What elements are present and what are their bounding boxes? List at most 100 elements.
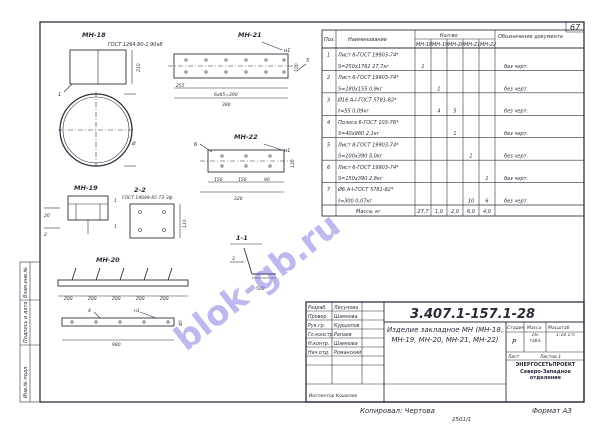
spec-row-note: без черт. — [504, 131, 528, 137]
stamp-sign: Подпись и дата — [23, 302, 29, 343]
mn18-label: МН-18 — [82, 31, 106, 39]
copied-by: Копировал: Чертова — [360, 407, 435, 415]
year-label: 2501/1 — [452, 417, 471, 423]
spec-row-pos: 3 — [327, 97, 330, 103]
title-person-role: Рук.гр. — [308, 323, 325, 329]
spec-row-qty: 6 — [485, 198, 488, 204]
spec-row-qty: 1 — [453, 131, 456, 137]
title-person-name: Шамнова — [334, 314, 358, 320]
spec-row-note: без черт. — [504, 176, 528, 182]
spec-row-name: Лист 6-ГОСТ 19903-74* — [337, 75, 399, 81]
spec-row-note: без черт. — [504, 154, 528, 160]
title-person-role: Разраб. — [308, 305, 327, 311]
title-person-role: Провер. — [308, 314, 328, 320]
spec-qty-col-2: МН-20 — [448, 42, 464, 48]
format-label: Формат А3 — [532, 407, 572, 415]
doc-title: Изделие закладное МН (МН-18, МН-19, МН-2… — [386, 326, 504, 344]
section22-std: ГОСТ 14098-85-Т3-Зф — [122, 195, 173, 201]
title-block: Разраб.ЛисуноваПровер.ШамноваРук.гр.Курш… — [305, 301, 585, 403]
spec-row-name: S=100x390 5,0кг — [338, 154, 383, 160]
mn20-dim-40: 40 — [178, 320, 184, 326]
section-1-1: 1-1 500 3 — [230, 234, 276, 292]
mn22-dim-90: 90 — [264, 177, 270, 183]
svg-text:5: 5 — [306, 58, 309, 64]
mn21-dim-255: 255 — [176, 83, 185, 89]
svg-text:1: 1 — [114, 224, 117, 230]
title-person-name: Романский — [334, 350, 361, 356]
spec-row-name: Масса, кг — [356, 209, 381, 215]
title-person-role: Н.контр. — [308, 341, 329, 347]
mn22-label: МН-22 — [234, 133, 258, 141]
section22-label: 2-2 — [134, 186, 146, 194]
part-mn22: МН-22 н1 150 150 90 320 120 6 — [194, 133, 296, 202]
mn20-dim-980: 980 — [112, 342, 121, 348]
spec-row-name: S=150x390 2,8кг — [338, 176, 383, 182]
section11-label: 1-1 — [236, 234, 248, 242]
margin-stamp: Взам.инв.№ Подпись и дата Инв.№ подл. — [19, 261, 41, 403]
spec-row-pos: 5 — [327, 142, 330, 148]
spec-row-pos: 2 — [327, 75, 330, 81]
svg-text:н1: н1 — [284, 148, 290, 154]
sheets-label: Листов 1 — [539, 354, 561, 360]
spec-header-note: Обозначение документа — [498, 34, 563, 40]
spec-row-name: Ø6 А-I-ГОСТ 5781-82* — [337, 186, 394, 193]
mn21-dim-380: 380 — [222, 102, 231, 108]
section-2-2: 2-2 ГОСТ 14098-85-Т3-Зф 110 — [122, 186, 188, 239]
spec-row-qty: 1 — [469, 154, 472, 160]
spec-qty-col-4: МН-22 — [480, 42, 496, 48]
scale-value: 1:10 1:5 — [556, 333, 575, 338]
spec-qty-col-3: МН-21 — [464, 42, 480, 48]
mn22-dim-120: 120 — [290, 159, 296, 168]
doc-code: 3.407.1-157.1-28 — [410, 307, 535, 322]
spec-row-pos: 6 — [327, 165, 330, 171]
title-people: Разраб.ЛисуноваПровер.ШамноваРук.гр.Курш… — [308, 305, 361, 356]
mass-value: см. табл. — [529, 333, 542, 344]
spec-row-pos: 7 — [327, 187, 331, 193]
sec11-dim-500: 500 — [256, 286, 265, 292]
svg-text:2: 2 — [44, 232, 47, 238]
spec-header-pos: Поз. — [324, 37, 335, 43]
spec-row-qty: 4 — [437, 109, 440, 115]
part-mn19: МН-19 20 2 1 1 — [44, 184, 117, 238]
mn21-label: МН-21 — [238, 31, 262, 39]
title-person-role: Нач.отд. — [308, 350, 329, 356]
mn20-dim-200a: 200 — [64, 296, 73, 302]
scale-label: Масштаб — [548, 325, 570, 331]
spec-row-qty: 2,0 — [451, 209, 459, 215]
spec-row-qty: 27,7 — [417, 209, 429, 215]
spec-header-name: Наименование — [348, 37, 387, 43]
spec-row-pos: 1 — [327, 53, 330, 59]
svg-text:н1: н1 — [134, 308, 140, 314]
spec-row-name: Лист 8-ГОСТ 19903-74* — [337, 142, 399, 148]
svg-text:н1: н1 — [284, 48, 290, 54]
spec-row-name: ℓ=300 0,07кг — [337, 198, 373, 204]
sec22-dim-110: 110 — [182, 219, 188, 228]
spec-row-name: S=180x155 0,9кг — [338, 86, 383, 92]
mn21-dim-100: 100 — [294, 63, 300, 72]
spec-row-qty: 10 — [468, 198, 474, 204]
spec-row-name: S=40x980 2,1кг — [338, 131, 380, 137]
stamp-inv: Инв.№ подл. — [23, 365, 29, 398]
svg-text:1: 1 — [58, 92, 61, 98]
mn18-std: ГОСТ 1264.80-1,90x8 — [108, 42, 163, 48]
spec-qty-col-1: МН-19 — [432, 42, 448, 48]
mn22-dim-150b: 150 — [238, 177, 247, 183]
stage-value: Р — [512, 338, 517, 346]
part-mn21: МН-21 н1 255 6x65=390 380 100 5 — [168, 31, 309, 108]
spec-row-pos: 4 — [327, 120, 330, 126]
svg-text:1: 1 — [114, 198, 117, 204]
mn21-dim-390: 6x65=390 — [214, 92, 238, 98]
spec-row-qty: 5 — [453, 109, 456, 115]
svg-text:Ø: Ø — [131, 140, 136, 147]
spec-row-qty: 6,0 — [467, 209, 475, 215]
mn20-dim-200b: 200 — [88, 296, 97, 302]
stage-label: Стадия — [507, 325, 525, 331]
mn20-dim-200e: 200 — [160, 296, 169, 302]
mn20-label: МН-20 — [96, 256, 120, 264]
svg-text:6: 6 — [194, 142, 197, 148]
org-name: ЭНЕРГОСЕТЬПРОЕКТ Северо-Западное отделен… — [515, 362, 576, 381]
page-number: 67 — [570, 23, 581, 32]
sheet-label: Лист — [507, 354, 520, 360]
spec-row-name: ℓ=55 0,09кг — [337, 109, 369, 115]
